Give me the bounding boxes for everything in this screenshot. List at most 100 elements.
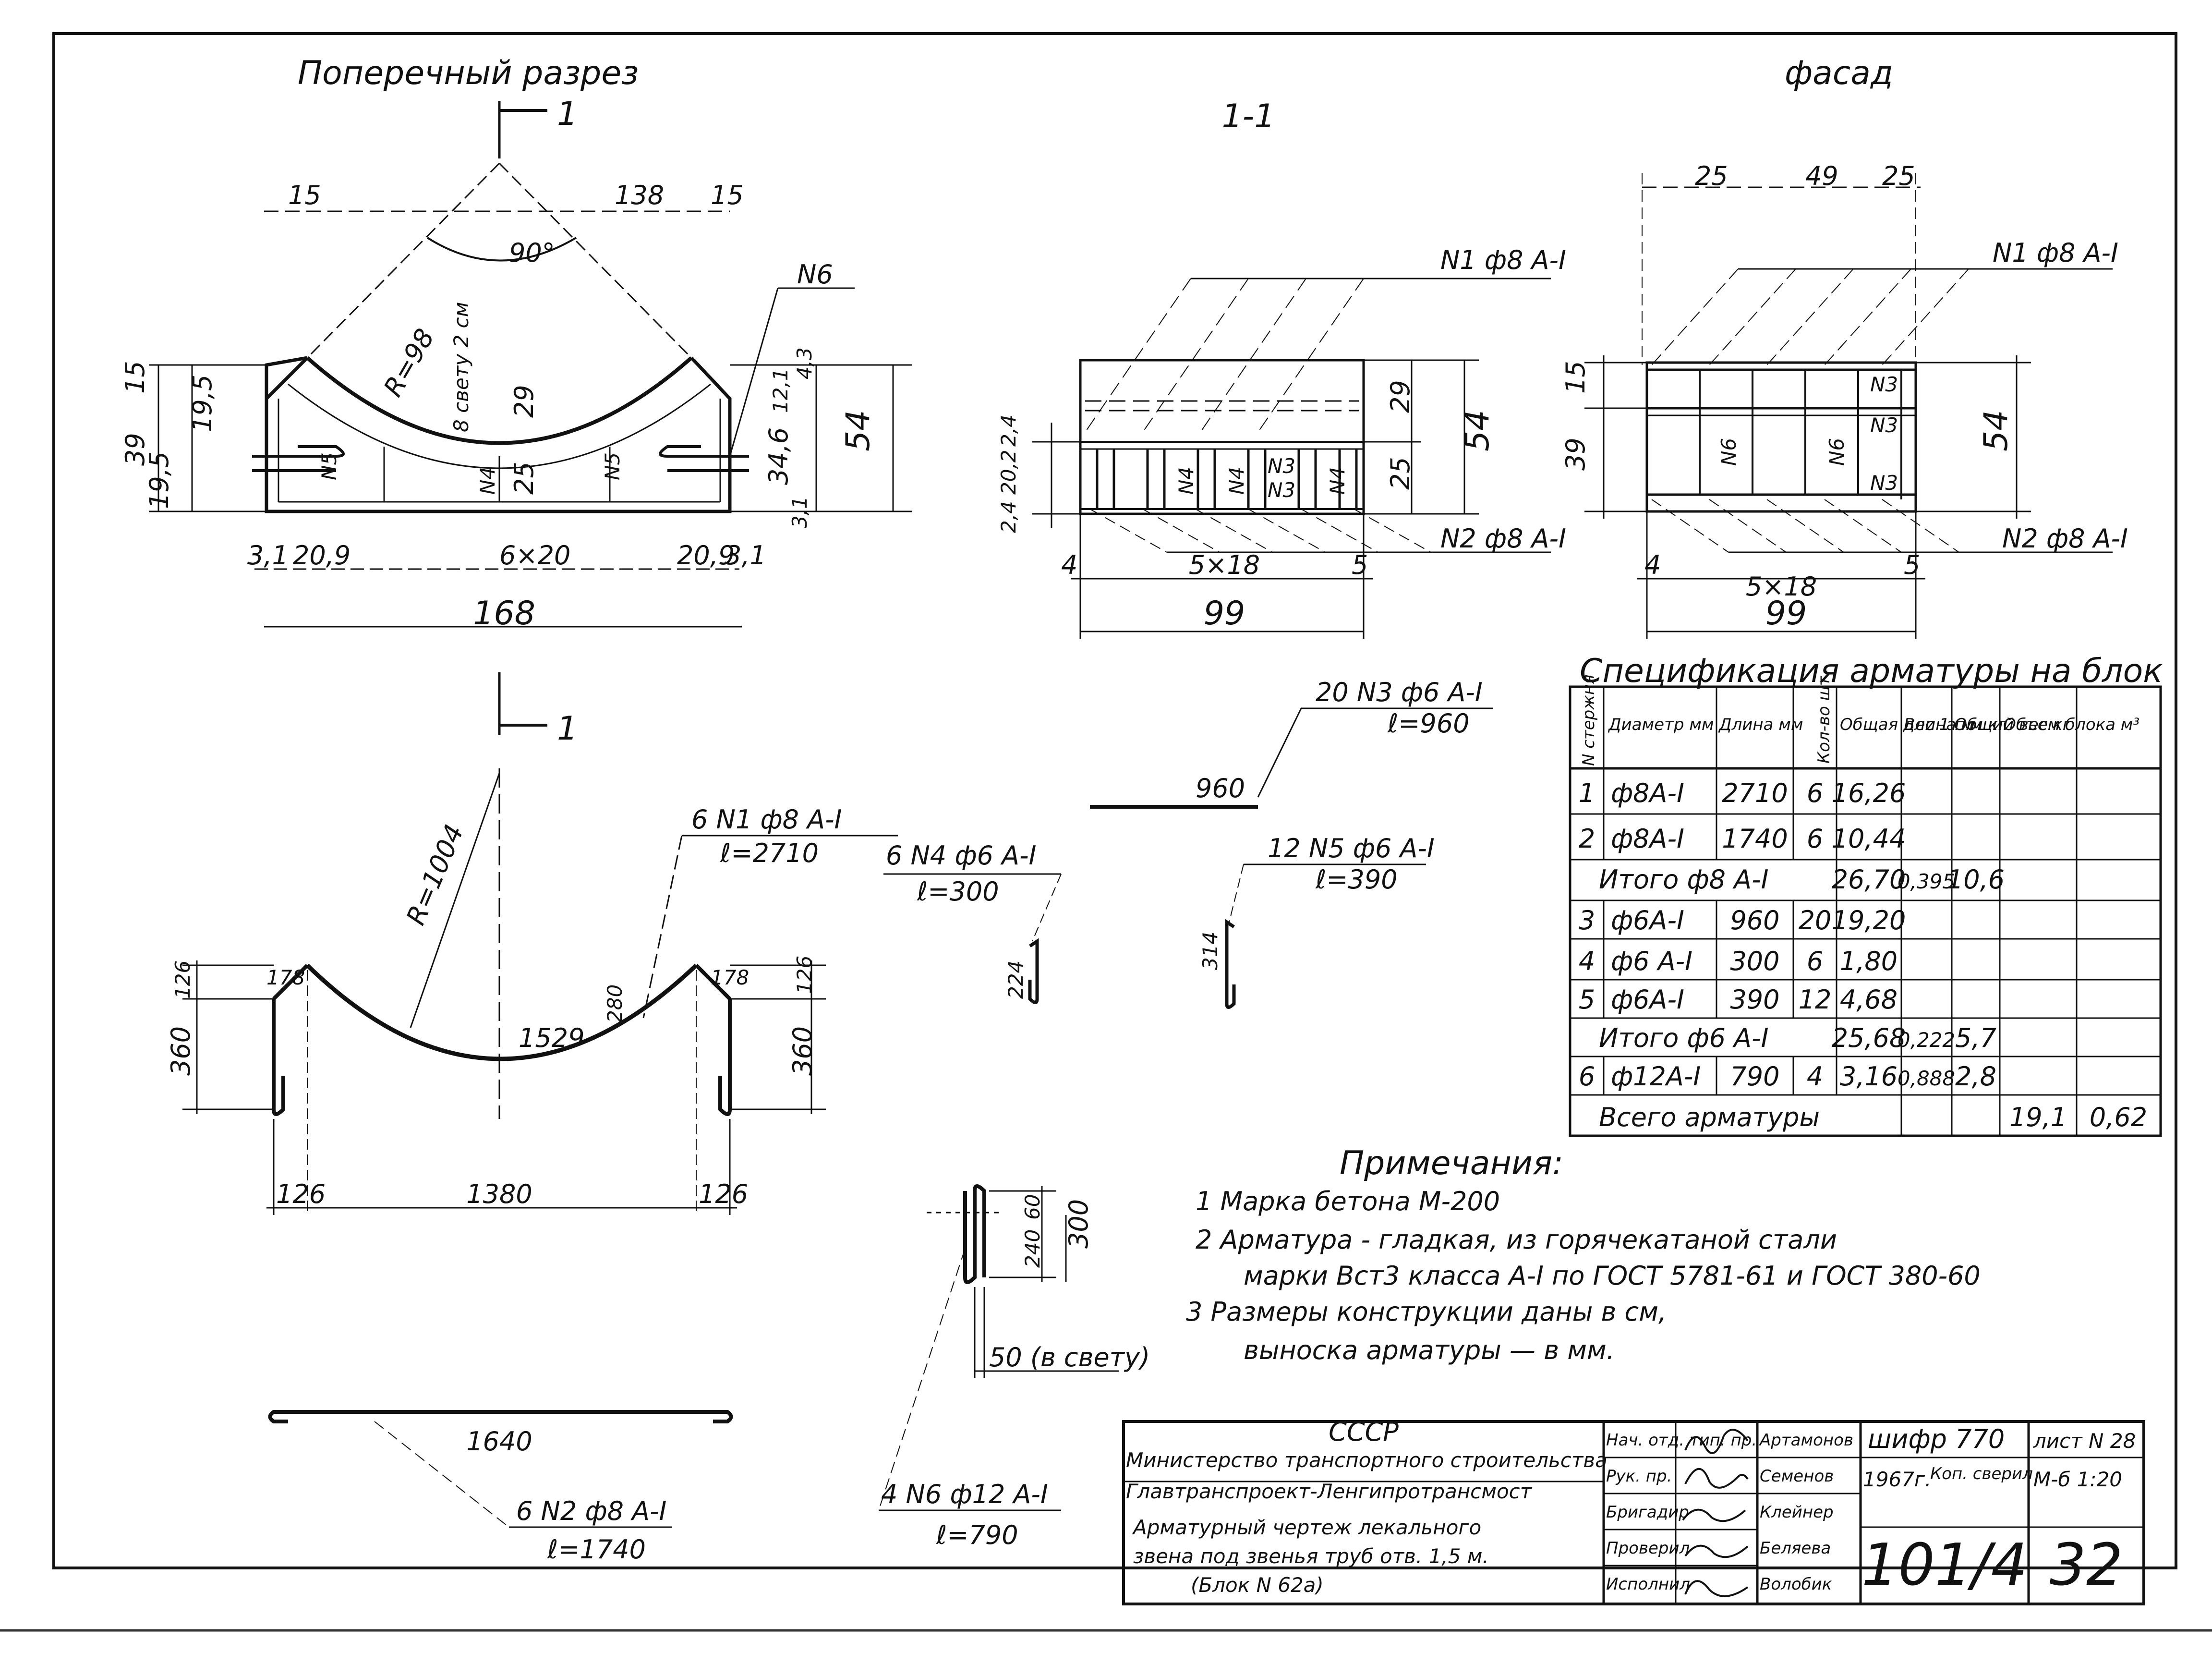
spec-header-1: Диаметр мм	[1608, 715, 1714, 734]
bar-n5-len: ℓ=390	[1315, 864, 1398, 895]
dim-6x20: 6×20	[499, 540, 570, 571]
tb-role-2: Бригадир	[1606, 1503, 1689, 1522]
facade-n3-c: N3	[1870, 471, 1898, 495]
dim-11-20-2: 20,2	[997, 449, 1020, 495]
label-n4: N4	[476, 467, 499, 495]
spec-cell: 3,16	[1840, 1061, 1898, 1092]
spec-cell: 960	[1730, 905, 1779, 935]
spec-cell: 3	[1579, 905, 1595, 935]
tb-sheet: лист N 28	[2033, 1429, 2136, 1453]
label-clear-2cm: 8 свету 2 см	[449, 302, 473, 432]
spec-cell: ф6А-I	[1611, 984, 1684, 1015]
spec-cell: ф6А-I	[1611, 905, 1684, 935]
label-11-n4-c: N4	[1326, 467, 1349, 495]
dim-11-2-4-b: 2,4	[997, 501, 1020, 533]
tb-name-2: Клейнер	[1760, 1503, 1834, 1522]
spec-cell: 1,80	[1840, 946, 1898, 976]
dim-15: 15	[120, 361, 150, 394]
dim-19-5-a: 19,5	[187, 375, 218, 432]
dim-11-29: 29	[1385, 380, 1415, 413]
bar-n6-240: 240	[1021, 1229, 1044, 1268]
spec-cell: 6	[1807, 946, 1823, 976]
label-11-n3-b: N3	[1268, 478, 1295, 502]
spec-cell: 6	[1807, 778, 1823, 808]
signature-3	[1682, 1508, 1746, 1522]
title-facade: фасад	[1785, 54, 1893, 92]
notes-title: Примечания:	[1340, 1144, 1563, 1182]
tb-org-3: Главтранспроект-Ленгипротрансмост	[1126, 1480, 1533, 1503]
signature-2	[1684, 1468, 1749, 1489]
bar-n1-178-a: 178	[266, 966, 305, 989]
dim-top-15-right: 15	[711, 180, 744, 210]
dim-top-138: 138	[615, 180, 664, 210]
dim-29: 29	[509, 385, 539, 418]
bar-n4-dim: 224	[1004, 960, 1027, 999]
spec-cell: 2710	[1722, 778, 1788, 808]
dim-20-9-left: 20,9	[293, 540, 351, 571]
facade-top-25-b: 25	[1882, 161, 1915, 191]
spec-cell: 4,68	[1840, 984, 1898, 1015]
spec-cell: 4	[1807, 1061, 1823, 1092]
spec-cell: 1	[1579, 778, 1595, 808]
dim-25: 25	[509, 462, 539, 495]
dim-12-1: 12,1	[769, 368, 792, 413]
spec-header-0: N стержня	[1579, 674, 1598, 766]
dim-3-1-right: 3,1	[788, 496, 811, 528]
bar-n3: 960 20 N3 ф6 А-I ℓ=960	[1090, 677, 1493, 809]
dim-11-99: 99	[1204, 595, 1245, 632]
cross-section-view: 1 1 15 138 15 90° N6	[120, 95, 912, 748]
dim-top-15-left: 15	[288, 180, 321, 210]
bar-n2-label: 6 N2 ф8 А-I	[516, 1496, 666, 1526]
tb-org-2: Министерство транспортного строительства	[1126, 1448, 1608, 1472]
spec-cell: 2,8	[1955, 1061, 1996, 1092]
spec-cell: Итого ф6 А-I	[1599, 1023, 1769, 1053]
spec-cell: ф12А-I	[1611, 1061, 1701, 1092]
tb-role-0: Нач. отд. тип. пр.	[1606, 1431, 1757, 1450]
spec-cell: 5	[1579, 984, 1595, 1015]
facade-n3-b: N3	[1870, 413, 1898, 437]
label-11-n1: N1 ф8 А-I	[1440, 245, 1566, 275]
dim-4-3: 4,3	[793, 347, 816, 379]
spec-cell: 390	[1730, 984, 1779, 1015]
bar-n2-dim: 1640	[466, 1426, 532, 1457]
bar-n2: 1640 6 N2 ф8 А-I ℓ=1740	[268, 1410, 733, 1565]
spec-table: Спецификация арматуры на блок N стержня …	[1569, 652, 2163, 1137]
spec-cell: 12	[1799, 984, 1832, 1015]
bar-n4: 6 N4 ф6 А-I ℓ=300 224	[883, 840, 1062, 1004]
bar-n1-arc: 6 N1 ф8 А-I ℓ=2710 R=1004 178 178 280 15…	[166, 768, 898, 1215]
tb-copy: Коп. сверил	[1930, 1464, 2033, 1483]
spec-cell: 19,1	[2009, 1102, 2067, 1132]
facade-top-49: 49	[1805, 161, 1838, 191]
tb-page: 32	[2050, 1532, 2123, 1599]
tb-cipher: шифр 770	[1868, 1424, 2005, 1454]
section-11-view: N1 ф8 А-I N2 ф8 А-I N4 N4 N4 N3 N3 29 25…	[997, 245, 1566, 639]
dim-34-6: 34,6	[763, 427, 794, 485]
label-11-n3-a: N3	[1268, 454, 1295, 478]
bar-n1-radius: R=1004	[400, 820, 470, 929]
dim-11-4: 4	[1061, 550, 1077, 580]
spec-header-7: Объем блока м³	[2003, 715, 2139, 734]
bar-n1-bottom-126-b: 126	[699, 1179, 748, 1209]
dim-3-1-bottom-right: 3,1	[725, 540, 766, 571]
spec-cell: 1740	[1722, 824, 1788, 854]
tb-name-0: Артамонов	[1759, 1431, 1853, 1450]
bar-n5-dim: 314	[1198, 932, 1222, 970]
spec-cell: 0,888	[1898, 1067, 1955, 1090]
tb-org-1: СССР	[1329, 1417, 1399, 1447]
facade-label-n1: N1 ф8 А-I	[1993, 238, 2118, 268]
signature-1	[1684, 1429, 1749, 1454]
note-line-5: выноска арматуры — в мм.	[1244, 1335, 1615, 1365]
label-n5-a: N5	[317, 452, 341, 480]
spec-cell: ф8А-I	[1611, 778, 1684, 808]
tb-name-4: Волобик	[1760, 1575, 1832, 1594]
spec-cell: 4	[1579, 946, 1595, 976]
tb-desc-3: (Блок N 62а)	[1191, 1573, 1324, 1597]
note-line-1: 1 Марка бетона М-200	[1196, 1186, 1500, 1216]
bar-n1-bottom-1380: 1380	[466, 1179, 532, 1209]
facade-n6-a: N6	[1717, 438, 1741, 466]
facade-dim-54: 54	[1977, 410, 2015, 451]
facade-n3-a: N3	[1870, 373, 1898, 396]
bar-n6-label: 4 N6 ф12 А-I	[881, 1479, 1048, 1509]
